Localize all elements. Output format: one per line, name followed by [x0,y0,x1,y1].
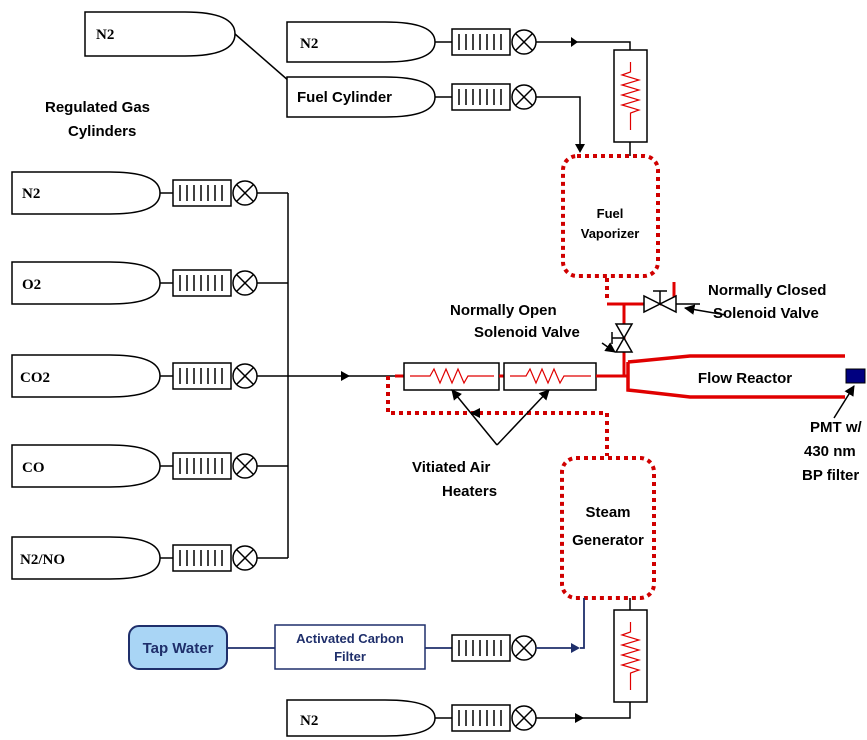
arrow-manifold [341,371,350,381]
normally-open-label-1: Normally Open [450,302,557,319]
normally-closed-valve [643,290,677,314]
cylinder-fuel-label: Fuel Cylinder [297,89,392,106]
heater-lower [613,609,648,703]
pmt-label-2: 430 nm [804,443,856,460]
regulator-water [451,634,537,662]
regulator-fuel-n2 [451,28,537,56]
cylinder-gas-n2: N2 [11,171,288,215]
cylinder-bottom-n2-label: N2 [300,713,318,729]
normally-open-valve [611,323,634,353]
cylinder-gas-n2no: N2/NO [11,536,288,580]
tap-water-label: Tap Water [143,640,214,657]
vitiated-label-1: Vitiated Air [412,459,491,476]
steam-line [386,376,609,456]
carbon-filter-label-1: Activated Carbon [296,631,404,646]
flow-reactor: Flow Reactor [626,354,845,399]
cylinder-gas-co2-label: CO2 [20,370,50,386]
cylinder-gas-co-label: CO [22,460,45,476]
pointer-no-valve [601,342,616,353]
cylinder-gas-n2no-label: N2/NO [20,552,65,568]
regulator-fuel [451,83,537,111]
arrow-fuel [575,144,585,153]
cylinder-fuel: Fuel Cylinder [286,76,436,118]
pipe-fuel-n2 [536,41,631,50]
arrow-fuel-n2 [571,37,578,47]
pointer-heater-2 [496,389,550,446]
vitiated-label-2: Heaters [442,483,497,500]
cylinder-fuel-n2-label: N2 [300,36,318,52]
regulated-gas-label-2: Cylinders [68,123,136,140]
pipe-bottom-n2 [536,702,631,719]
activated-carbon-filter: Activated Carbon Filter [274,624,426,670]
heater-upper [613,49,648,143]
fuel-vaporizer-label-2: Vaporizer [581,226,640,241]
carbon-filter-label-2: Filter [334,649,366,664]
fuel-vaporizer: Fuel Vaporizer [561,154,660,278]
tap-water-source: Tap Water [128,625,228,670]
pmt-detector [845,368,866,384]
regulator-bottom-n2 [451,704,537,732]
pointer-heater-1 [451,389,498,446]
fuel-vaporizer-label-1: Fuel [597,206,624,221]
normally-open-label-2: Solenoid Valve [474,324,580,341]
cylinder-gas-o2: O2 [11,261,288,305]
pmt-label-1: PMT w/ [810,419,862,436]
steam-generator: Steam Generator [560,456,656,600]
normally-closed-label-1: Normally Closed [708,282,826,299]
cylinder-gas-n2-label: N2 [22,186,40,202]
cylinder-gas-co: CO [11,444,288,488]
air-heater-2 [503,362,597,391]
flow-reactor-label: Flow Reactor [698,370,792,387]
cylinder-fuel-n2: N2 [286,21,436,63]
pmt-label-3: BP filter [802,467,859,484]
cylinder-bottom-n2: N2 [286,699,436,737]
cylinder-gas-o2-label: O2 [22,277,41,293]
pipe-fuel [536,96,581,148]
cylinder-gas-co2: CO2 [11,354,288,398]
regulated-gas-label-1: Regulated Gas [45,99,150,116]
pointer-nc-valve [683,304,727,316]
steam-label-1: Steam [585,504,630,521]
cylinder-top-n2-label: N2 [96,27,114,43]
air-heater-1 [403,362,500,391]
steam-label-2: Generator [572,532,644,549]
pointer-pmt [833,385,855,419]
normally-closed-label-2: Solenoid Valve [713,305,819,322]
cylinder-top-n2: N2 [84,11,236,57]
